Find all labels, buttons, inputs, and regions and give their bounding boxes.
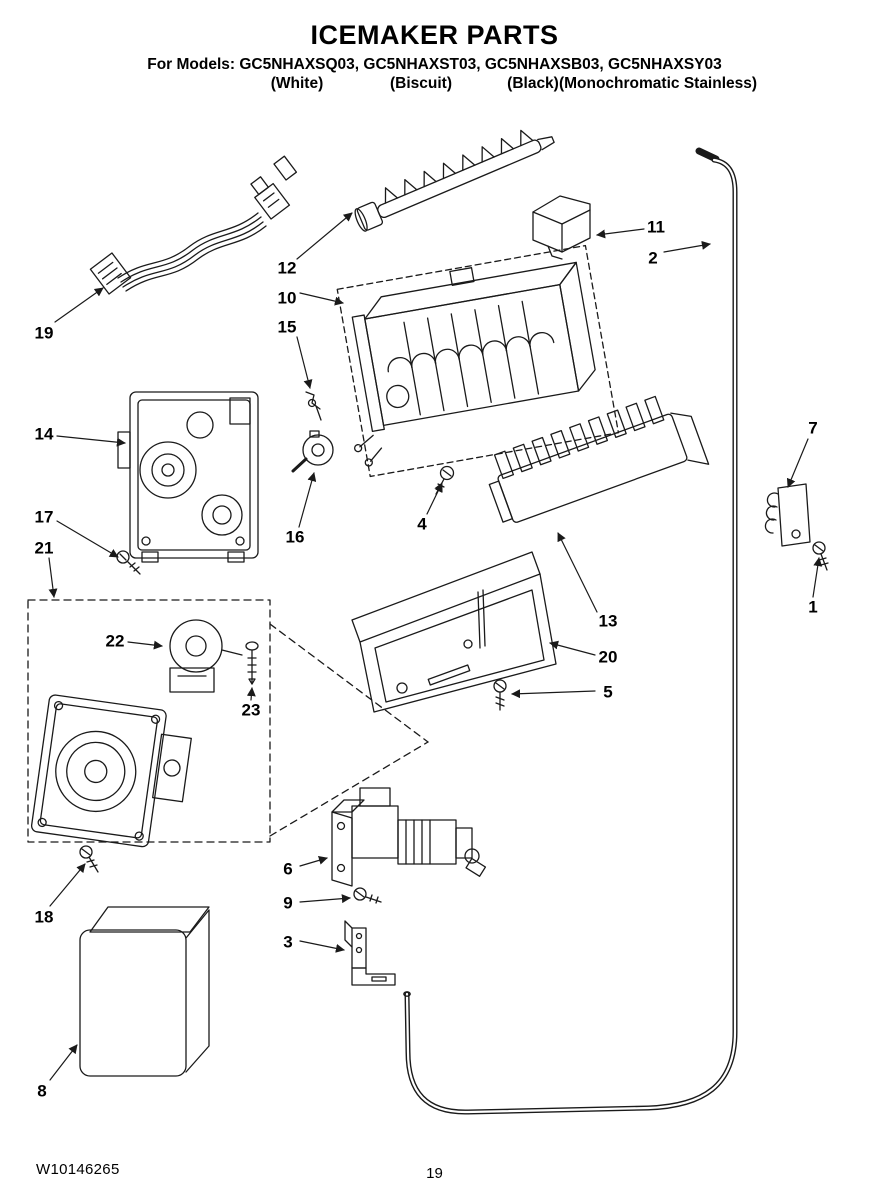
part-cover-plate bbox=[351, 551, 557, 713]
callout-21: 21 bbox=[34, 538, 54, 558]
callout-16: 16 bbox=[285, 527, 305, 547]
callout-7: 7 bbox=[808, 418, 818, 438]
part-control-module bbox=[117, 391, 259, 563]
part-coupler bbox=[291, 430, 334, 473]
part-gearbox bbox=[30, 694, 192, 848]
callout-10: 10 bbox=[277, 288, 297, 308]
callout-20: 20 bbox=[598, 647, 618, 667]
callout-12: 12 bbox=[277, 258, 297, 278]
callout-17: 17 bbox=[34, 507, 54, 527]
callout-9: 9 bbox=[283, 893, 293, 913]
page-header: ICEMAKER PARTS For Models: GC5NHAXSQ03, … bbox=[0, 20, 869, 95]
callout-14: 14 bbox=[34, 424, 54, 444]
doc-number: W10146265 bbox=[36, 1161, 120, 1178]
part-shutoff-arm bbox=[305, 391, 322, 421]
callout-22: 22 bbox=[105, 631, 125, 651]
finish-biscuit: (Biscuit) bbox=[390, 75, 452, 92]
page-number: 19 bbox=[426, 1165, 443, 1182]
part-water-tube bbox=[403, 147, 738, 1115]
finishes-line: (White) (Biscuit) (Black) (Monochromatic… bbox=[0, 75, 869, 95]
part-screw-23 bbox=[245, 641, 259, 685]
callout-5: 5 bbox=[603, 682, 613, 702]
callout-3: 3 bbox=[283, 932, 293, 952]
part-ice-bin bbox=[79, 906, 210, 1077]
part-tube-clamp bbox=[764, 483, 811, 547]
callout-11: 11 bbox=[647, 217, 665, 237]
part-wire-harness bbox=[89, 155, 298, 295]
finish-white: (White) bbox=[270, 75, 324, 92]
callout-1: 1 bbox=[808, 597, 818, 617]
part-valve-assembly bbox=[331, 787, 487, 887]
callout-23: 23 bbox=[241, 700, 261, 720]
part-screw-17 bbox=[116, 550, 141, 575]
part-auger bbox=[354, 129, 555, 232]
part-mounting-bracket bbox=[344, 920, 396, 986]
callout-13: 13 bbox=[598, 611, 618, 631]
leader-arrows bbox=[48, 212, 823, 1081]
callout-8: 8 bbox=[37, 1081, 47, 1101]
callout-15: 15 bbox=[277, 317, 297, 337]
part-screw-1 bbox=[812, 541, 829, 571]
part-screw-9 bbox=[353, 887, 382, 904]
part-ice-stripper bbox=[488, 395, 710, 523]
callout-4: 4 bbox=[417, 514, 427, 534]
part-screw-5 bbox=[493, 679, 507, 711]
part-fill-cup bbox=[532, 195, 591, 260]
part-motor bbox=[169, 619, 243, 693]
part-screw-18 bbox=[79, 845, 99, 873]
page-title: ICEMAKER PARTS bbox=[310, 20, 559, 50]
callout-19: 19 bbox=[34, 323, 54, 343]
part-icemaker-mold bbox=[336, 244, 620, 478]
finish-black: (Black) bbox=[507, 75, 559, 92]
models-line: For Models: GC5NHAXSQ03, GC5NHAXST03, GC… bbox=[147, 56, 722, 73]
finish-stainless: (Monochromatic Stainless) bbox=[558, 75, 758, 92]
callout-2: 2 bbox=[648, 248, 658, 268]
callout-18: 18 bbox=[34, 907, 54, 927]
callout-6: 6 bbox=[283, 859, 293, 879]
